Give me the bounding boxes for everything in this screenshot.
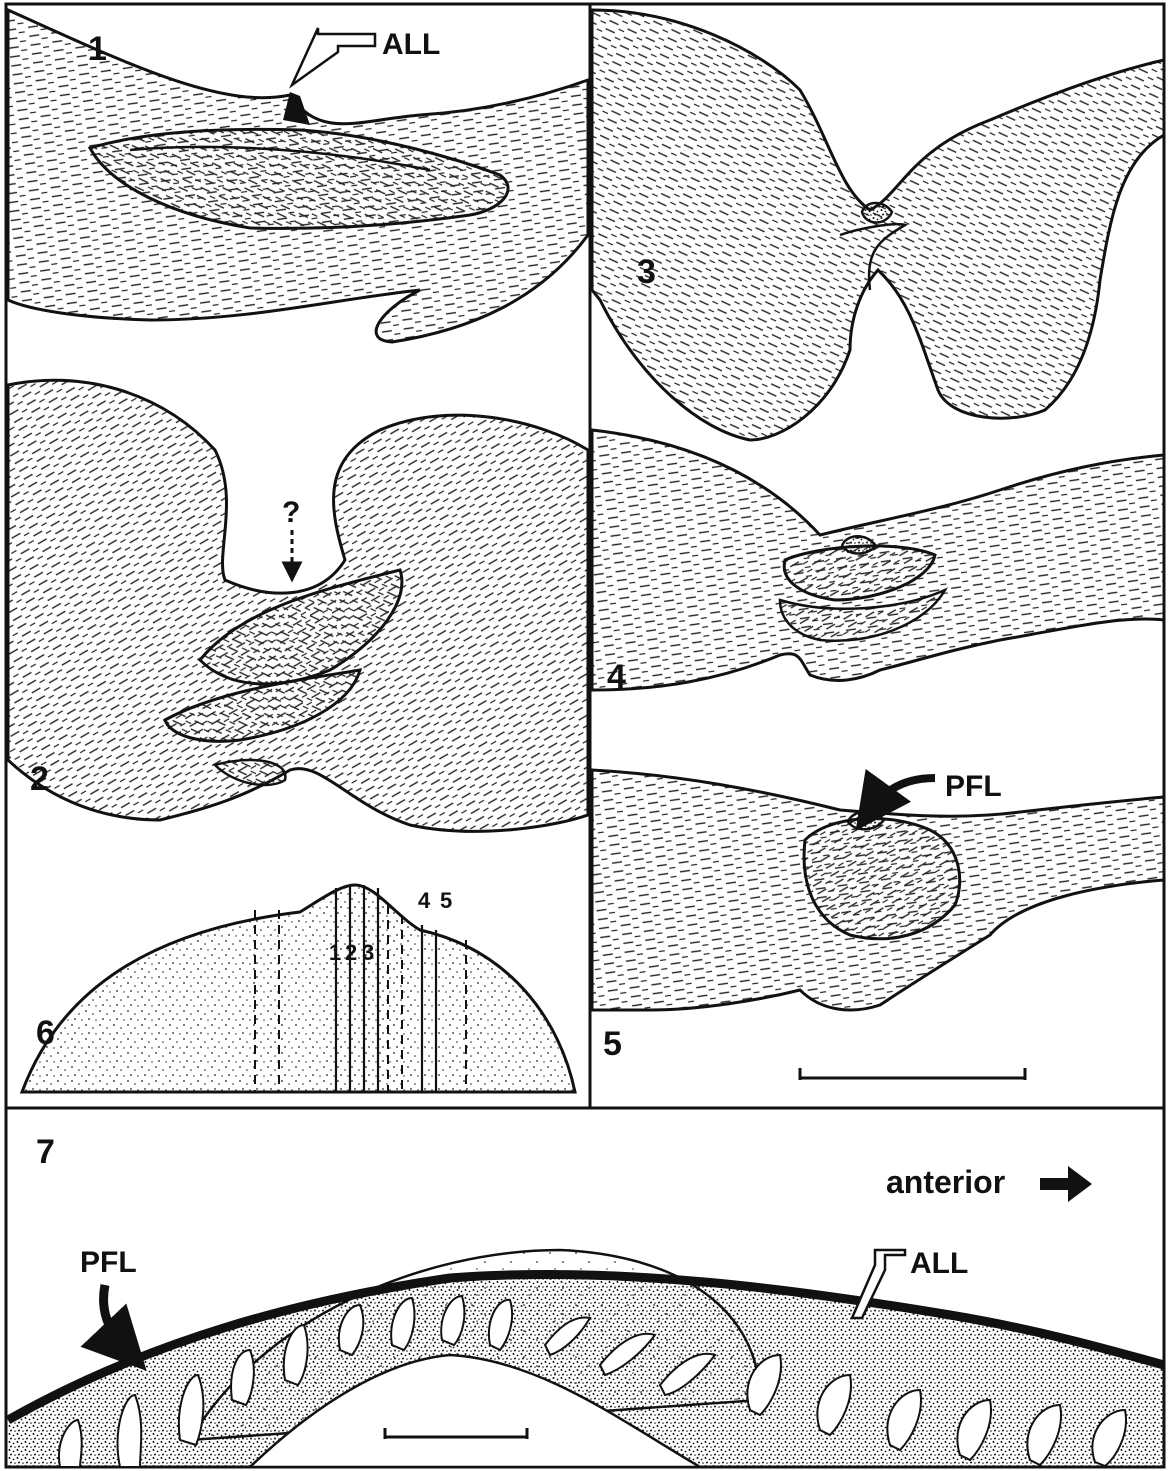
panel-6-mark-5: 5 xyxy=(440,888,452,913)
panel-5-pfl-label: PFL xyxy=(945,770,1002,803)
panel-6-mark-2: 2 xyxy=(345,940,357,965)
panel-6: 1 2 3 4 5 6 xyxy=(22,885,575,1092)
panel-6-number: 6 xyxy=(36,1014,55,1052)
panel-2: ? 2 xyxy=(8,380,588,831)
panel-1-all-arrow xyxy=(292,28,375,85)
panel-1-number: 1 xyxy=(88,30,107,68)
panel-2-number: 2 xyxy=(30,760,49,798)
panel-7-number: 7 xyxy=(36,1133,55,1171)
panel-6-mark-3: 3 xyxy=(362,940,374,965)
panel-7-anterior-label: anterior xyxy=(886,1164,1005,1200)
panel-6-mark-1: 1 xyxy=(329,940,341,965)
panel-2-question: ? xyxy=(282,496,300,529)
panel-5-number: 5 xyxy=(603,1025,622,1063)
panel-5-fold xyxy=(804,819,960,939)
panel-3-number: 3 xyxy=(637,253,656,291)
panel-3-knot xyxy=(862,203,892,223)
panel-7-all-label: ALL xyxy=(910,1247,968,1280)
panel-3: 3 xyxy=(592,10,1164,440)
panel-7: 7 anterior PFL ALL xyxy=(8,1133,1164,1467)
panel-1-all-label: ALL xyxy=(382,28,440,61)
panel-1: 1 ALL xyxy=(8,10,588,342)
panel-5-pfl-arrow xyxy=(872,778,935,808)
panel-6-section xyxy=(22,885,575,1092)
panel-6-mark-4: 4 xyxy=(418,888,431,913)
panel-7-pfl-label: PFL xyxy=(80,1246,137,1279)
panel-5-scale-bar xyxy=(800,1068,1025,1080)
panel-5: PFL 5 xyxy=(592,770,1164,1080)
panel-4-number: 4 xyxy=(607,658,626,696)
panel-4: 4 xyxy=(592,430,1164,696)
panel-7-anterior-arrow xyxy=(1040,1166,1092,1202)
panel-7-pfl-arrow xyxy=(104,1285,125,1348)
